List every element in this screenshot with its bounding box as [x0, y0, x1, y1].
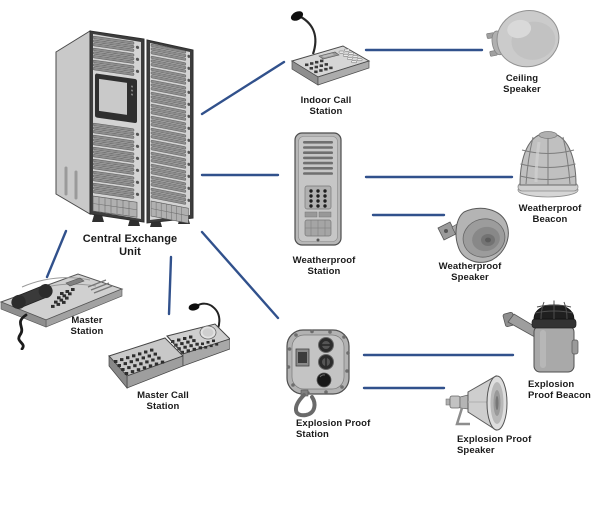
line-exchange-to-explosion	[200, 230, 280, 320]
master-call-station-illustration	[108, 302, 230, 389]
indoor-call-station-illustration	[290, 11, 371, 86]
microphone-icon	[188, 303, 200, 311]
rack-side-handle	[64, 166, 78, 200]
label-weatherproof-station: Weatherproof Station	[292, 255, 356, 277]
label-ceiling-speaker: Ceiling Speaker	[503, 73, 541, 95]
label-explosion-proof-beacon: Explosion Proof Beacon	[528, 379, 591, 401]
line-exchange-to-master-call	[167, 255, 173, 316]
handset	[11, 284, 53, 309]
weatherproof-speaker-illustration	[437, 207, 509, 263]
central-exchange-unit-illustration	[55, 30, 194, 227]
label-master-call-station: Master Call Station	[137, 390, 189, 412]
control-knobs	[318, 337, 334, 370]
handset-cord	[17, 313, 28, 350]
line-exchange-to-indoor-call	[200, 60, 286, 116]
conduit-loop	[294, 393, 317, 418]
weatherproof-beacon-illustration	[517, 131, 579, 198]
rack-side-panel	[55, 30, 91, 215]
label-master-station: Master Station	[70, 315, 104, 337]
label-weatherproof-beacon: Weatherproof Beacon	[518, 203, 582, 225]
housing-bolts	[286, 329, 350, 395]
horn-driver	[449, 395, 461, 409]
keypad-buttons	[309, 189, 327, 208]
label-weatherproof-speaker: Weatherproof Speaker	[438, 261, 502, 283]
louver-vents	[303, 141, 333, 175]
line-exchange-to-master	[45, 229, 68, 279]
gooseneck-mic-arm	[300, 16, 317, 55]
beacon-cage	[525, 133, 571, 185]
label-explosion-proof-speaker: Explosion Proof Speaker	[457, 434, 532, 456]
speaker-bracket	[455, 407, 470, 426]
microphone-icon	[290, 11, 304, 21]
explosion-proof-speaker-illustration	[445, 375, 508, 431]
label-explosion-proof-station: Explosion Proof Station	[296, 418, 371, 440]
display	[65, 277, 85, 287]
explosion-proof-station-illustration	[286, 329, 350, 418]
master-station-illustration	[0, 273, 124, 350]
explosion-proof-beacon-illustration	[502, 300, 579, 373]
ceiling-speaker-illustration	[486, 10, 560, 68]
weatherproof-station-illustration	[294, 132, 342, 246]
label-indoor-call-station: Indoor Call Station	[300, 95, 352, 117]
label-central-exchange-unit: Central Exchange Unit	[82, 233, 178, 258]
vent-slots	[87, 279, 113, 294]
